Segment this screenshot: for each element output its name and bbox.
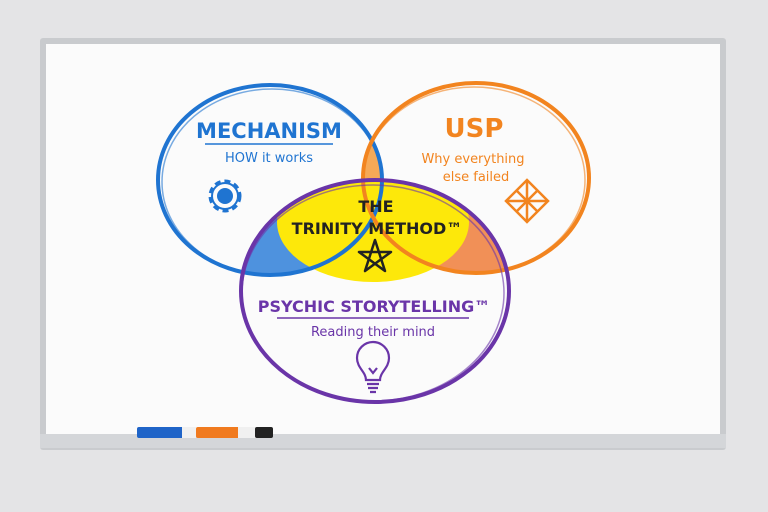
storytelling-title: PSYCHIC STORYTELLING™ [258, 297, 490, 316]
blue-marker[interactable] [137, 427, 196, 438]
star-icon [357, 238, 393, 273]
center-title-line2: TRINITY METHOD™ [292, 219, 463, 238]
usp-subtitle-line2: else failed [443, 170, 510, 185]
circle-storytelling [239, 178, 511, 404]
usp-title: USP [445, 114, 504, 144]
lightbulb-icon [355, 340, 391, 394]
diamond-icon [504, 178, 550, 224]
orange-marker[interactable] [196, 427, 256, 438]
center-title-line1: THE [358, 197, 393, 216]
gear-icon [208, 179, 242, 213]
storytelling-subtitle: Reading their mind [311, 325, 435, 340]
mechanism-subtitle: HOW it works [225, 151, 313, 166]
usp-subtitle-line1: Why everything [421, 152, 524, 167]
black-marker[interactable] [255, 427, 273, 438]
mechanism-title: MECHANISM [196, 119, 342, 143]
